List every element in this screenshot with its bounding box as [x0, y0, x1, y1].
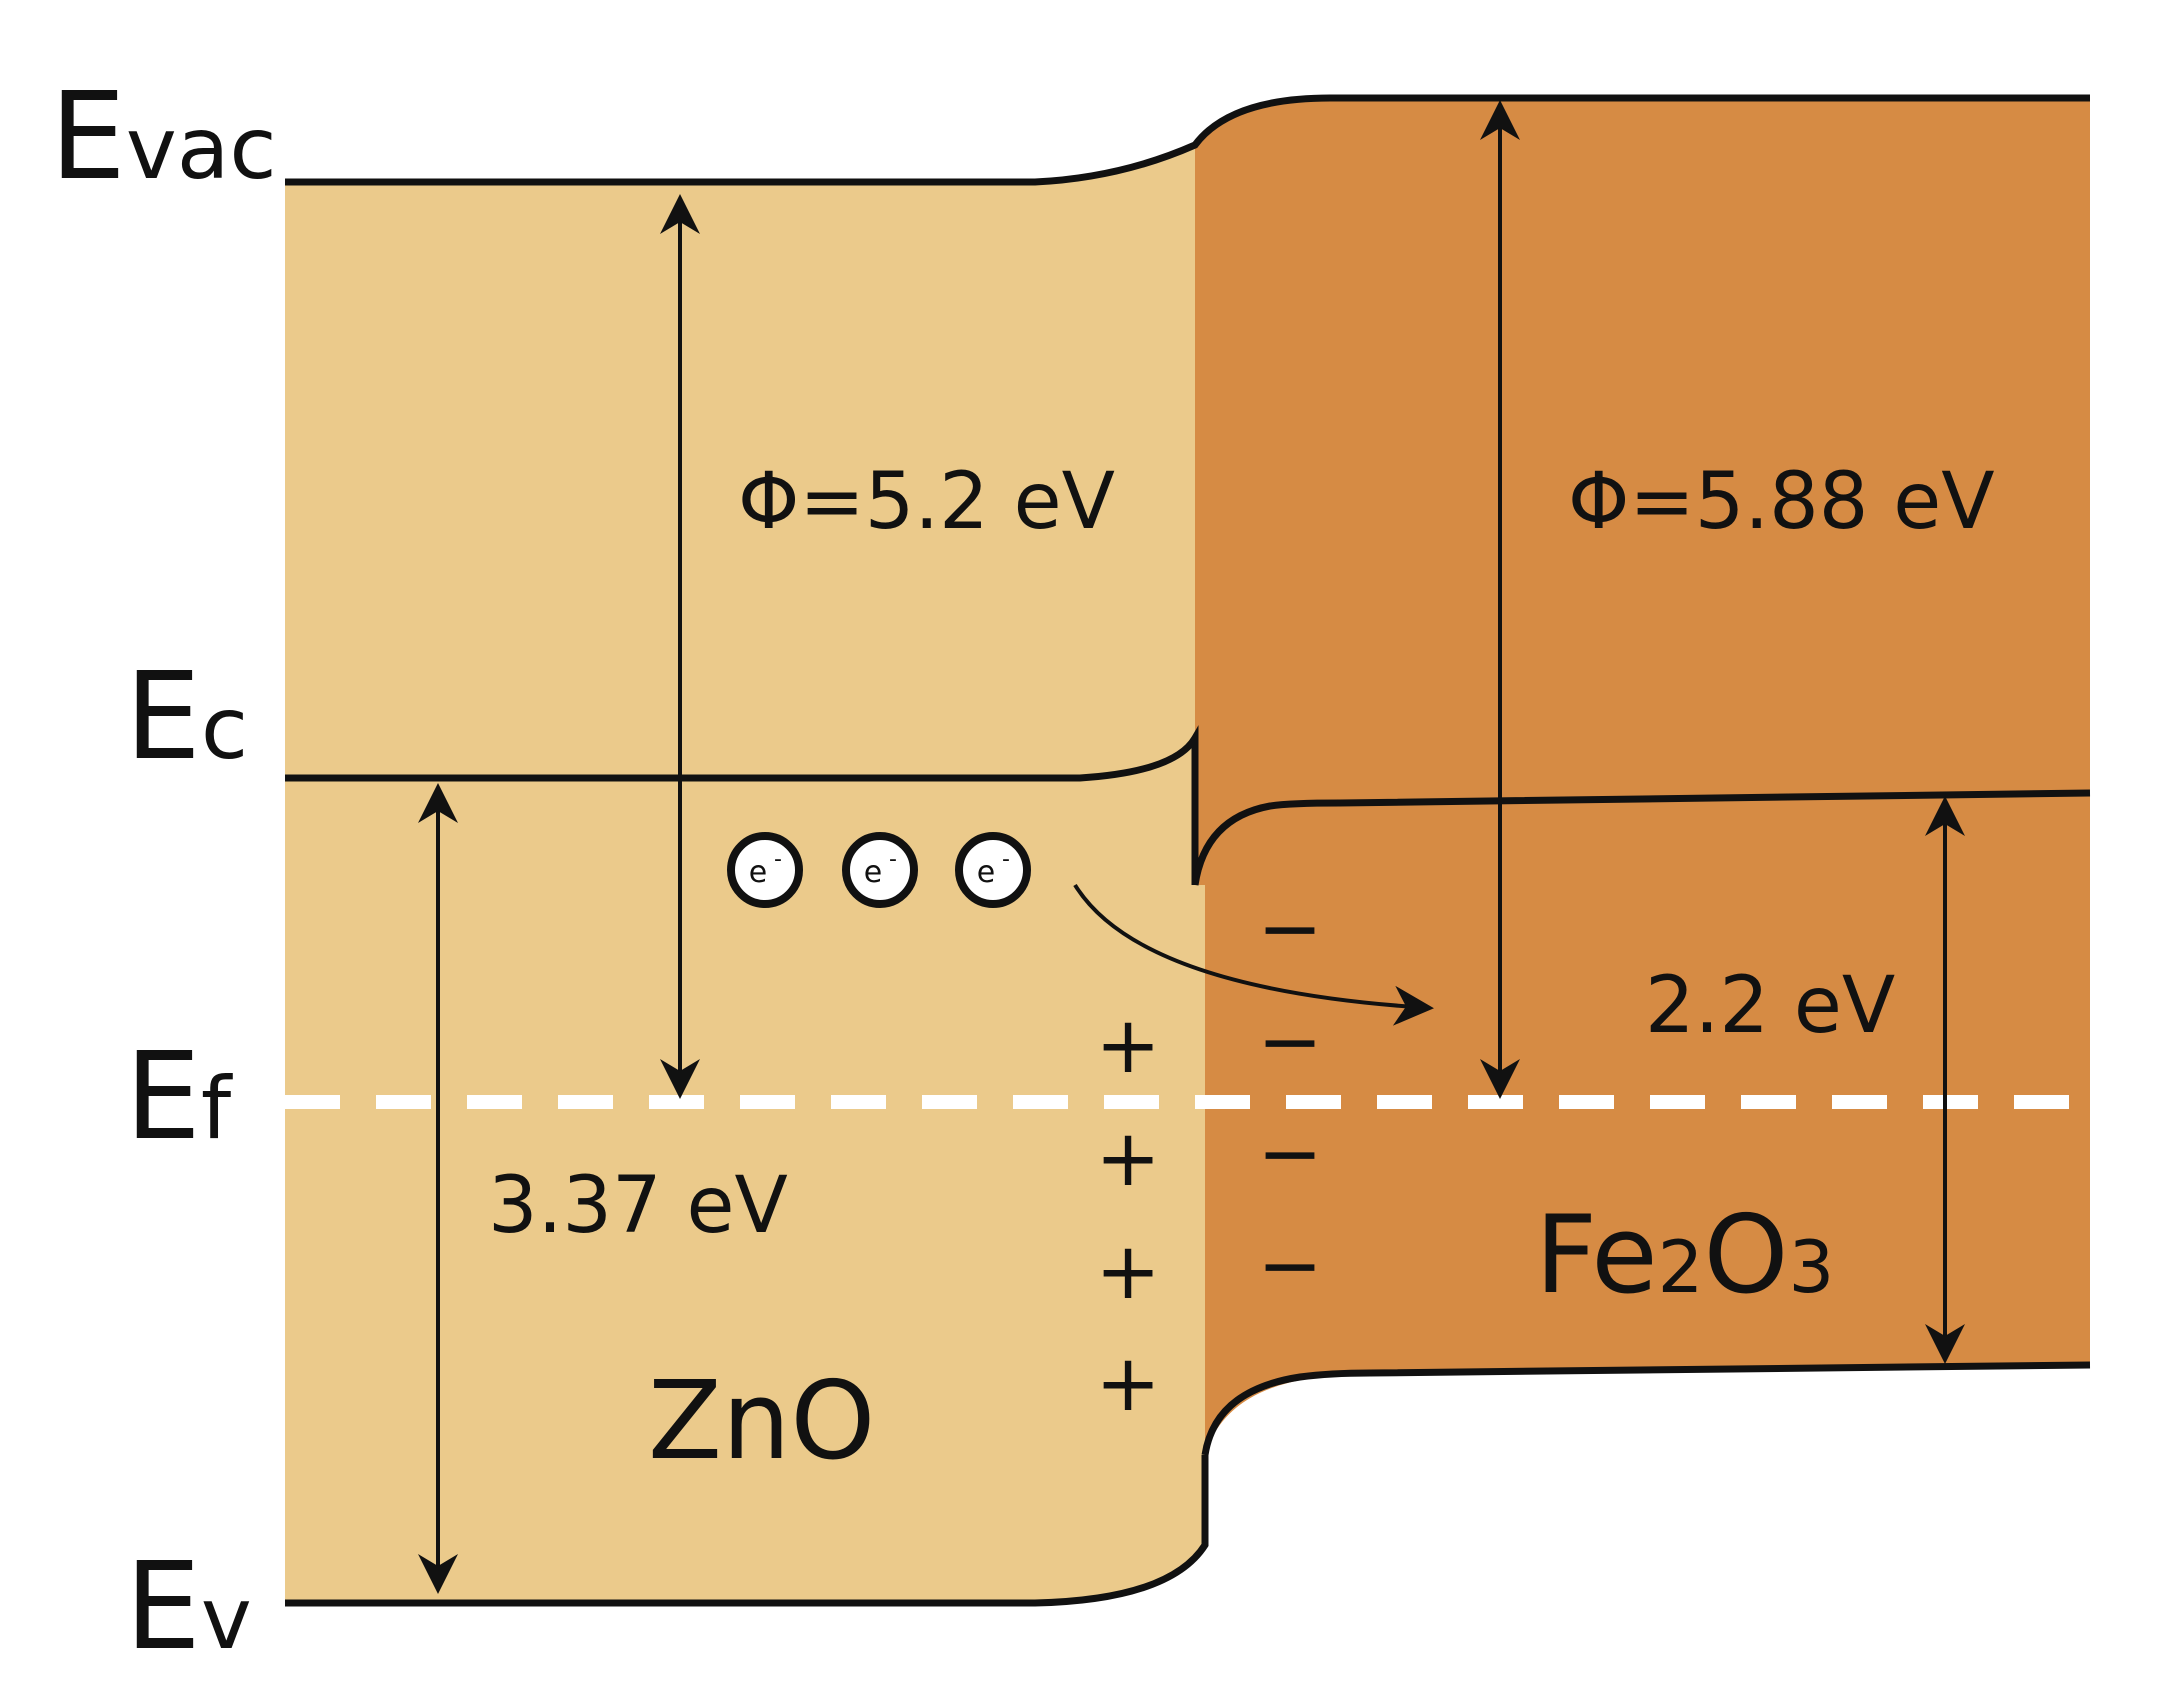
conduction-band-fe2o3-line — [1191, 789, 2091, 886]
negative-charge: − — [1257, 1109, 1322, 1199]
negative-charge: − — [1257, 997, 1322, 1087]
positive-charge: + — [1095, 1339, 1160, 1429]
zno-material-label: ZnO — [648, 1359, 875, 1484]
zno-region-lower — [285, 740, 1205, 1603]
positive-charge: + — [1095, 1227, 1160, 1317]
electron-transfer-arrow — [1073, 883, 1434, 1026]
electron: e - — [842, 832, 918, 908]
fe2o3-work-function-label: Φ=5.88 eV — [1568, 457, 1995, 547]
evac-label: Evac — [50, 68, 277, 207]
conduction-band-zno-line — [285, 725, 1199, 885]
ec-label: Ec — [125, 648, 248, 787]
negative-charge: − — [1257, 1221, 1322, 1311]
electron-label: e — [749, 855, 767, 890]
electron-charge: - — [774, 847, 782, 872]
electron: e - — [955, 832, 1031, 908]
fe2o3-region — [1195, 98, 2090, 1455]
positive-charge: + — [1095, 1001, 1160, 1091]
zno-band-gap-label: 3.37 eV — [488, 1161, 788, 1251]
zno-work-function-label: Φ=5.2 eV — [738, 457, 1115, 547]
vacuum-level-line — [285, 94, 2090, 186]
fe2o3-band-gap-label: 2.2 eV — [1645, 961, 1895, 1051]
valence-band-zno-line — [285, 1455, 1209, 1607]
negative-charge: − — [1257, 884, 1322, 974]
fe2o3-material-label: Fe2O3 — [1535, 1193, 1834, 1318]
electron-charge: - — [889, 847, 897, 872]
electron: e - — [727, 832, 803, 908]
electron-label: e — [864, 855, 882, 890]
ef-label: Ef — [125, 1028, 233, 1167]
positive-charge: + — [1095, 1114, 1160, 1204]
zno-region-upper — [285, 145, 1195, 778]
ev-label: Ev — [125, 1538, 252, 1677]
electron-charge: - — [1002, 847, 1010, 872]
valence-band-fe2o3-line — [1201, 1361, 2091, 1456]
electron-label: e — [977, 855, 995, 890]
